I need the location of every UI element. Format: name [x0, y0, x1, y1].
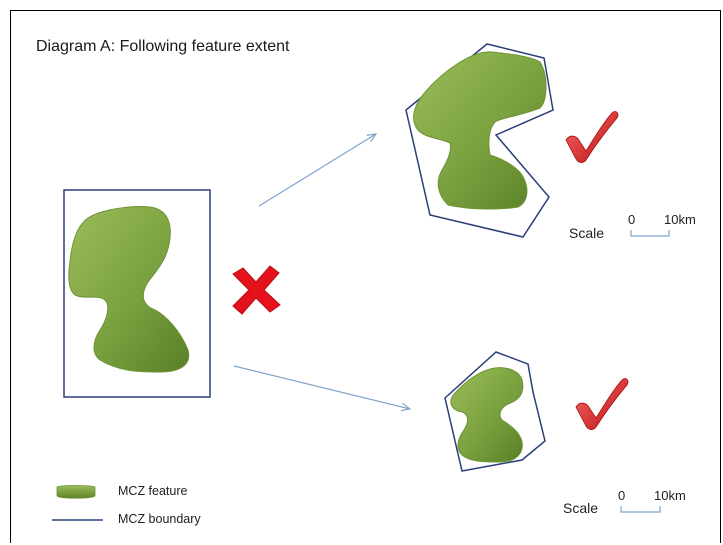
scale-bar-lower [620, 506, 661, 513]
scale-dist-lower: 10km [654, 488, 686, 503]
legend-boundary-label: MCZ boundary [118, 512, 201, 526]
cross-icon [232, 265, 281, 315]
arrow-upper [258, 134, 376, 207]
upper-right-example [405, 43, 554, 238]
scale-dist-upper: 10km [664, 212, 696, 227]
arrow-lower [233, 365, 410, 409]
legend-feature-label: MCZ feature [118, 484, 188, 498]
mcz-boundary-rect [63, 189, 211, 398]
legend [52, 485, 103, 521]
figure-frame [10, 10, 721, 543]
scale-label-lower: Scale [563, 500, 599, 516]
mcz-feature-upper [413, 51, 547, 210]
left-example [63, 189, 211, 398]
lower-right-example [444, 351, 546, 472]
diagram-title: Diagram A: Following feature extent [36, 38, 290, 55]
scale-zero-lower: 0 [618, 488, 626, 503]
mcz-feature-left [68, 206, 190, 373]
mcz-boundary-lower [444, 351, 546, 472]
legend-feature-swatch [56, 485, 96, 499]
scale-zero-upper: 0 [628, 212, 636, 227]
tick-icon-lower [575, 378, 629, 430]
scale-bar-upper [630, 230, 670, 237]
mcz-boundary-upper [405, 43, 554, 238]
mcz-feature-lower [450, 367, 524, 463]
tick-icon-upper [565, 111, 619, 163]
scale-label-upper: Scale [569, 225, 605, 241]
